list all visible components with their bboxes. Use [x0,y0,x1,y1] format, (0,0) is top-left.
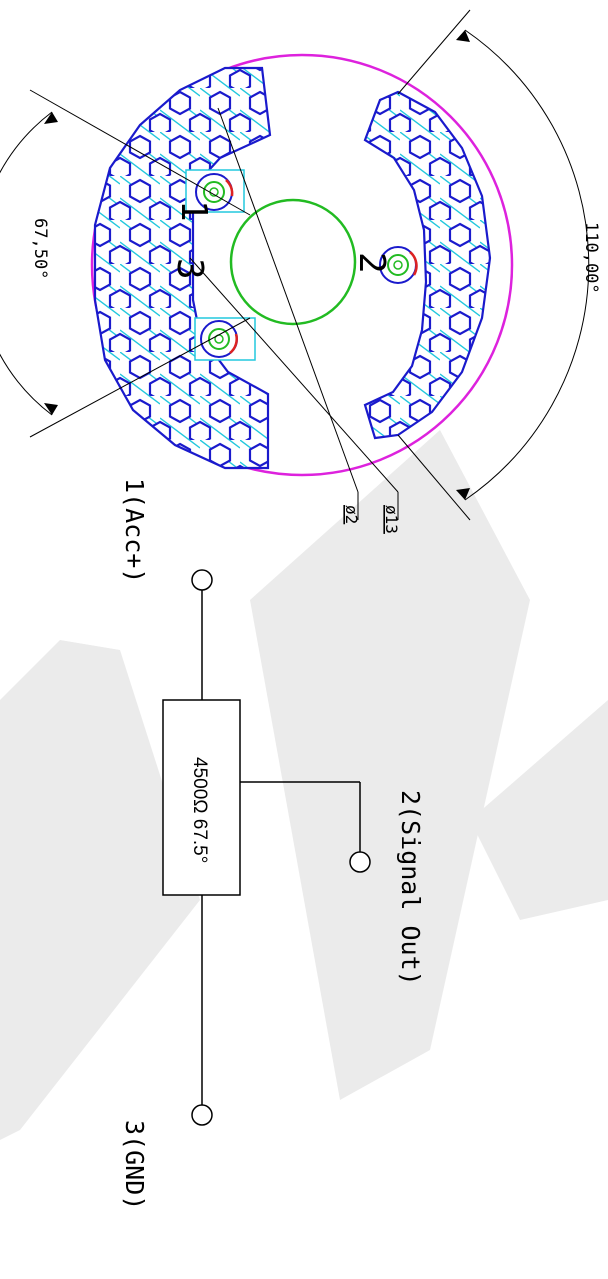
track-segment-right [363,90,492,440]
watermark [0,430,608,1140]
outer-ring [90,53,514,477]
terminal-circle-1 [191,569,213,591]
dimension-lines [0,9,590,521]
schematic-terminals [191,569,371,1126]
diameter-label-large: ø13 [382,505,401,534]
angle-label-small: 67,50° [30,218,50,279]
center-shaft-circle [229,198,357,326]
terminal-circle-2 [349,851,371,873]
pin-number-3: 3 [169,258,210,280]
terminal-pad-3 [194,317,256,361]
angle-label-large: 110,00° [581,222,601,294]
resistor-value-label: 4500Ω 67.5° [189,757,210,863]
pin-number-1: 1 [173,200,214,222]
resistor-body [162,699,241,896]
schematic-wiring [201,590,361,1105]
schematic-label-pin3: 3(GND) [120,1120,149,1210]
diameter-label-small: ø2 [342,505,361,524]
terminal-circle-3 [191,1104,213,1126]
terminal-pad-1 [185,169,245,213]
terminal-pad-2 [379,246,418,284]
track-segment-left [93,66,272,470]
dimension-arrowheads [44,30,470,500]
schematic-label-pin1: 1(Acc+) [120,478,149,583]
pin-number-2: 2 [351,252,392,274]
schematic-label-pin2: 2(Signal Out) [396,790,425,986]
